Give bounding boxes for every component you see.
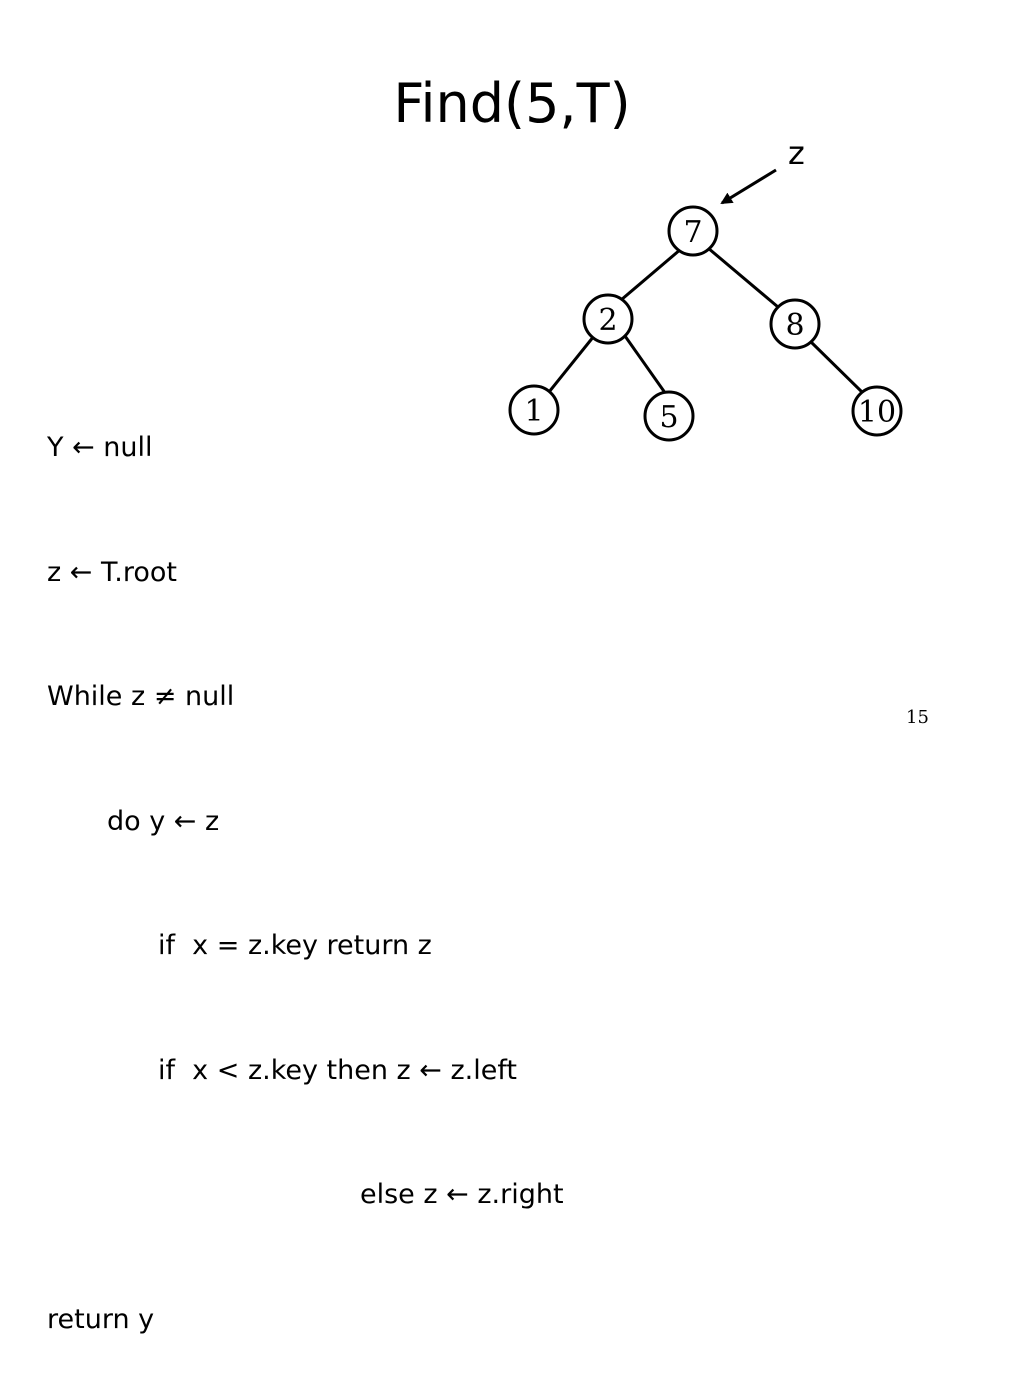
- node-key: 5: [659, 400, 678, 435]
- pointer-label: z: [788, 134, 805, 172]
- page-number: 15: [906, 707, 929, 728]
- node-key: 10: [858, 395, 896, 430]
- edge-7-8: [707, 246, 779, 309]
- code-line-2: z ← T.root: [47, 556, 177, 588]
- node-key: 2: [598, 303, 617, 338]
- code-line-8: return y: [47, 1303, 155, 1335]
- slide-title: Find(5,T): [393, 72, 631, 135]
- tree-node-left: 2: [582, 293, 634, 345]
- code-line-1: Y ← null: [47, 432, 153, 463]
- edge-8-10: [808, 339, 865, 395]
- tree-node-right-right: 10: [851, 385, 903, 437]
- node-key: 1: [524, 394, 543, 429]
- edge-2-5: [623, 335, 670, 398]
- pseudocode-block: Y ← null z ← T.root While z ≠ null do y …: [47, 344, 564, 1382]
- code-line-6: if x < z.key then z ← z.left: [158, 1054, 517, 1086]
- binary-search-tree: z 7 2 8 1 5 10: [508, 134, 903, 442]
- tree-node-root: 7: [667, 205, 719, 257]
- code-line-3: While z ≠ null: [47, 681, 235, 712]
- tree-node-right: 8: [769, 298, 821, 350]
- code-line-5: if x = z.key return z: [158, 930, 432, 961]
- pointer-arrow: [720, 168, 777, 205]
- edge-7-2: [620, 247, 682, 302]
- code-line-7: else z ← z.right: [360, 1179, 564, 1210]
- tree-node-left-left: 1: [508, 384, 560, 436]
- node-key: 7: [683, 215, 702, 250]
- edge-2-1: [547, 335, 596, 393]
- tree-node-left-right: 5: [643, 390, 695, 442]
- code-line-4: do y ← z: [107, 805, 220, 837]
- node-key: 8: [785, 308, 804, 343]
